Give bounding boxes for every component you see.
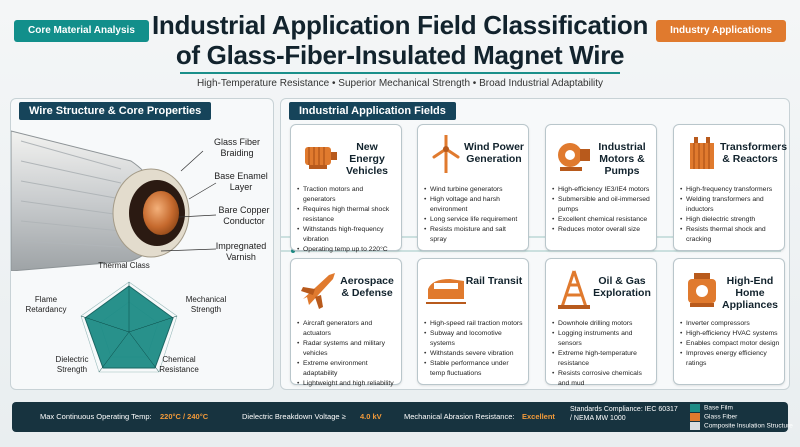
page-title-line2: of Glass-Fiber-Insulated Magnet Wire [175, 40, 625, 70]
application-card-bullet: Logging instruments and sensors [552, 329, 652, 349]
label-enamel: Base Enamel Layer [214, 171, 268, 192]
voltage-label: Dielectric Breakdown Voltage ≥ [242, 412, 346, 421]
application-card-bullet: Lightweight and high reliability [297, 379, 397, 389]
properties-radar-chart [80, 281, 178, 373]
application-card-bullet: Operating temp up to 220°C [297, 245, 397, 255]
radar-label-dielectric: Dielectric Strength [55, 355, 89, 374]
label-varnish: Impregnated Varnish [215, 241, 267, 262]
radar-label-chemical: Chemical Resistance [159, 355, 199, 374]
application-card-bullets: Traction motors and generatorsRequires h… [297, 185, 397, 255]
abrasion-value: Excellent [522, 412, 555, 421]
application-card-title: Industrial Motors & Pumps [598, 141, 646, 177]
application-card-bullet: Welding transformers and inductors [680, 195, 780, 215]
application-card-bullet: High-speed rail traction motors [424, 319, 524, 329]
legend-composite: Composite Insulation Structure [690, 422, 793, 430]
application-card-bullet: Stable performance under temp fluctuatio… [424, 359, 524, 379]
compressor-icon [688, 273, 716, 307]
application-card-bullet: Improves energy efficiency ratings [680, 349, 780, 369]
application-card-bullet: Requires high thermal shock resistance [297, 205, 397, 225]
abrasion-label: Mechanical Abrasion Resistance: [404, 412, 515, 421]
industry-applications-tag: Industry Applications [656, 20, 786, 42]
application-card-bullet: Wind turbine generators [424, 185, 524, 195]
application-card-bullets: Aircraft generators and actuatorsRadar s… [297, 319, 397, 389]
radar-label-thermal: Thermal Class [98, 261, 150, 270]
application-card: High-End Home AppliancesInverter compres… [673, 258, 785, 385]
application-card-bullet: High-efficiency HVAC systems [680, 329, 780, 339]
application-card-title: Transformers & Reactors [720, 141, 788, 165]
application-card: New Energy VehiclesTraction motors and g… [290, 124, 402, 255]
train-icon [426, 279, 466, 304]
application-card-bullet: Extreme high-temperature resistance [552, 349, 652, 369]
application-card-bullet: Withstands severe vibration [424, 349, 524, 359]
temp-label: Max Continuous Operating Temp: [40, 412, 152, 421]
application-card-bullet: Long service life requirement [424, 215, 524, 225]
application-card-bullet: Withstands high-frequency vibration [297, 225, 397, 245]
radar-label-mechanical: Mechanical Strength [185, 295, 227, 314]
legend-glass-fiber: Glass Fiber [690, 413, 737, 421]
application-card-bullet: Aircraft generators and actuators [297, 319, 397, 339]
application-card-bullet: Radar systems and military vehicles [297, 339, 397, 359]
application-card-bullets: Inverter compressorsHigh-efficiency HVAC… [680, 319, 780, 369]
application-card-title: Wind Power Generation [464, 141, 524, 165]
application-card-title: New Energy Vehicles [345, 141, 389, 177]
application-card-title: Rail Transit [465, 275, 523, 287]
wire-cross-section-illustration [11, 130, 217, 271]
application-card: Rail TransitHigh-speed rail traction mot… [417, 258, 529, 385]
application-card: Transformers & ReactorsHigh-frequency tr… [673, 124, 788, 251]
application-card-bullet: High-efficiency IE3/IE4 motors [552, 185, 652, 195]
standards-text: Standards Compliance: IEC 60317 / NEMA M… [570, 406, 678, 422]
application-card-bullets: High-speed rail traction motorsSubway an… [424, 319, 524, 379]
application-card-bullet: Excellent chemical resistance [552, 215, 652, 225]
application-card-bullet: High dielectric strength [680, 215, 780, 225]
voltage-value: 4.0 kV [360, 412, 382, 421]
motor-icon [305, 147, 337, 169]
application-card-bullet: Resists thermal shock and cracking [680, 225, 780, 245]
temp-value: 220°C / 240°C [160, 412, 209, 421]
application-card-bullet: Subway and locomotive systems [424, 329, 524, 349]
application-card-bullet: Reduces motor overall size [552, 225, 652, 235]
application-card-bullet: Enables compact motor design [680, 339, 780, 349]
page-subtitle: High-Temperature Resistance • Superior M… [196, 78, 604, 89]
application-card-bullet: Resists moisture and salt spray [424, 225, 524, 245]
core-material-tag: Core Material Analysis [14, 20, 149, 42]
wire-structure-panel: Wire Structure & Core Properties Glass F… [10, 98, 274, 390]
application-card-title: High-End Home Appliances [721, 275, 779, 311]
application-card-title: Oil & Gas Exploration [593, 275, 651, 299]
specs-footer: Max Continuous Operating Temp: 220°C / 2… [12, 402, 793, 432]
radar-label-flame: Flame Retardancy [25, 295, 67, 314]
oil-rig-icon [558, 270, 590, 309]
application-card-bullets: Wind turbine generatorsHigh voltage and … [424, 185, 524, 245]
transformer-icon [690, 137, 714, 169]
application-card-bullet: High-frequency transformers [680, 185, 780, 195]
application-card-bullet: Downhole drilling motors [552, 319, 652, 329]
applications-panel-heading: Industrial Application Fields [289, 102, 456, 120]
application-card-bullet: Resists corrosive chemicals and mud [552, 369, 652, 389]
application-card-bullet: Traction motors and generators [297, 185, 397, 205]
jet-icon [301, 273, 335, 309]
wire-panel-heading: Wire Structure & Core Properties [19, 102, 212, 120]
application-card: Industrial Motors & PumpsHigh-efficiency… [545, 124, 657, 251]
legend-base-film: Base Film [690, 404, 733, 412]
application-card-bullet: High voltage and harsh environment [424, 195, 524, 215]
title-divider [180, 72, 620, 74]
wind-turbine-icon [432, 135, 460, 173]
application-card-bullet: Inverter compressors [680, 319, 780, 329]
application-card-bullet: Submersible and oil-immersed pumps [552, 195, 652, 215]
page-title-line1: Industrial Application Field Classificat… [151, 10, 649, 40]
application-card: Aerospace & DefenseAircraft generators a… [290, 258, 402, 389]
application-card-bullets: Downhole drilling motorsLogging instrume… [552, 319, 652, 389]
application-card-bullet: Extreme environment adaptability [297, 359, 397, 379]
application-card-bullets: High-efficiency IE3/IE4 motorsSubmersibl… [552, 185, 652, 235]
application-card-bullets: High-frequency transformersWelding trans… [680, 185, 780, 245]
label-glass-fiber: Glass Fiber Braiding [213, 137, 260, 158]
application-card: Oil & Gas ExplorationDownhole drilling m… [545, 258, 657, 387]
industrial-motor-icon [558, 143, 590, 171]
label-copper: Bare Copper Conductor [218, 205, 270, 226]
application-card: Wind Power GenerationWind turbine genera… [417, 124, 529, 251]
application-card-title: Aerospace & Defense [340, 275, 394, 299]
